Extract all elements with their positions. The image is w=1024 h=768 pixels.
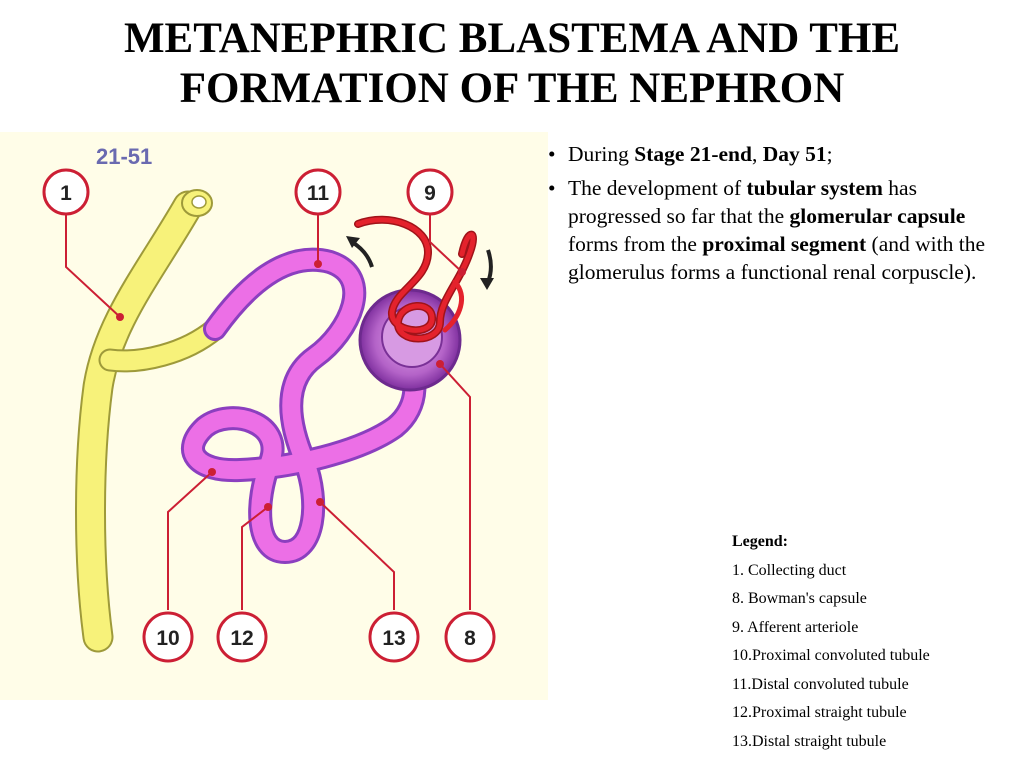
svg-text:10: 10 <box>156 627 179 650</box>
legend-item: 12.Proximal straight tubule <box>732 704 907 721</box>
svg-text:13: 13 <box>382 627 405 650</box>
bullet-text: forms from the <box>568 232 703 256</box>
legend: Legend: 1. Collecting duct 8. Bowman's c… <box>732 528 1012 756</box>
title-line-1: METANEPHRIC BLASTEMA AND THE <box>123 15 901 62</box>
legend-item: 8. Bowman's capsule <box>732 590 867 607</box>
svg-text:8: 8 <box>464 627 476 650</box>
bullet-bold: Day 51 <box>762 142 827 166</box>
callout-11: 11 <box>294 168 342 216</box>
svg-text:1: 1 <box>60 182 72 205</box>
bullet-text: The development of <box>568 176 747 200</box>
callout-dots <box>116 260 466 511</box>
bullet-bold: glomerular capsule <box>789 204 966 228</box>
legend-item: 1. Collecting duct <box>732 561 847 579</box>
nephron-tubule <box>181 247 427 564</box>
stage-label: 21-51 <box>96 144 152 169</box>
bullet-text: (and with the glomerulus forms a functio… <box>568 232 985 284</box>
legend-item: 13.Distal straight tubule <box>732 732 887 750</box>
bullet-text: ; <box>826 142 833 166</box>
bullet-list: During Stage 21-end, Day 51; The develop… <box>546 140 998 292</box>
legend-item: 9. Afferent arteriole <box>732 618 859 636</box>
bullet-bold: tubular system <box>746 176 883 200</box>
bullet-stage: During Stage 21-end, Day 51; <box>546 140 998 168</box>
bullet-bold: Stage 21-end <box>634 142 752 166</box>
callout-10: 10 <box>142 611 194 663</box>
collecting-duct <box>75 189 227 653</box>
callout-12: 12 <box>216 611 268 663</box>
bullet-development: The development of tubular system has pr… <box>546 174 998 286</box>
bullet-text: , <box>751 142 763 166</box>
page-title: METANEPHRIC BLASTEMA AND THE FORMATION O… <box>0 14 1024 114</box>
nephron-illustration: 21-51 <box>42 144 496 663</box>
callout-leaders <box>65 212 471 610</box>
callout-13: 13 <box>368 611 420 663</box>
legend-heading: Legend: <box>732 533 788 550</box>
bullet-text: has progressed so far that the <box>568 176 917 228</box>
callout-9: 9 <box>406 168 454 216</box>
svg-text:12: 12 <box>230 627 253 650</box>
legend-item: 11.Distal convoluted tubule <box>732 675 909 693</box>
svg-text:9: 9 <box>424 182 436 205</box>
bullet-text: During <box>568 142 635 166</box>
flow-arrow-up-icon <box>346 236 374 268</box>
legend-item: 10.Proximal convoluted tubule <box>732 647 930 664</box>
callout-1: 1 <box>42 168 90 216</box>
bullet-bold: proximal segment <box>702 232 867 256</box>
svg-text:11: 11 <box>307 182 330 205</box>
callout-8: 8 <box>444 611 496 663</box>
title-line-2: FORMATION OF THE NEPHRON <box>179 65 845 112</box>
nephron-diagram: 21-51 <box>0 132 548 700</box>
flow-arrow-down-icon <box>480 249 494 290</box>
